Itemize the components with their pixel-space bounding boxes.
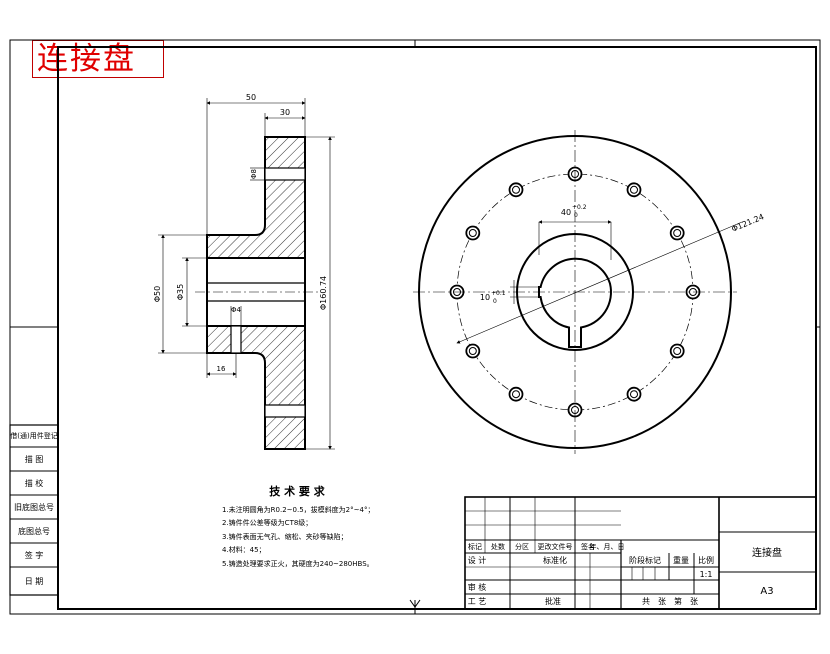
tech-req-title: 技 术 要 求 [269,484,325,498]
dim-bore-diameter: Φ35 [176,284,185,300]
bolt-hole [508,182,524,198]
dim-key-depth: 10 [480,293,490,302]
tb-weight: 重量 [673,555,689,565]
bolt-hole [465,343,481,359]
zone-ticks [10,40,820,614]
tb-standardization: 标准化 [543,555,567,565]
dim-keyway-tol-upper: +0.2 [572,204,587,211]
left-register-strip: 借(通)用件登记 描 图 描 校 旧底图总号 底图总号 签 字 日 期 [9,424,59,596]
dim-overall-length: 50 [246,93,256,102]
tb-design: 设 计 [468,555,487,565]
dim-small-hole: Φ8 [250,169,258,179]
strip-cell-label: 描 校 [25,478,44,488]
tb-scale-value: 1:1 [700,570,713,579]
tb-header-sign: 签名 [581,542,595,551]
dim-flange-length: 30 [280,108,290,117]
dim-key-tol-upper: +0.1 [491,290,506,297]
bolt-hole [669,225,685,241]
bolt-holes [449,166,701,418]
tb-process: 工 艺 [468,597,487,606]
strip-cell-label: 日 期 [25,577,44,586]
tb-header-count: 处数 [491,542,505,551]
bore-with-keyways [538,257,612,348]
strip-cell-label: 旧底图总号 [14,502,54,512]
tb-approve: 批准 [545,596,561,606]
tb-header-date: 年、月、日 [590,542,625,551]
tb-stage-mark: 阶段标记 [629,555,661,565]
bolt-hole [626,182,642,198]
tb-header-mark: 标记 [468,542,482,551]
dim-hub-length: 16 [217,365,226,373]
tech-req-item: 3.铸件表面无气孔、缩松、夹砂等缺陷； [222,532,348,541]
tb-review: 审 核 [468,582,487,592]
dim-hub-diameter: Φ50 [153,286,162,302]
inner-frame [57,46,817,610]
side-section-view: 50 30 Φ50 Φ35 Φ160.74 Φ8 Φ4 16 [153,93,335,450]
tb-header-zone: 分区 [515,542,529,551]
title-block [464,496,817,610]
technical-requirements: 技 术 要 求 1.未注明圆角为R0.2~0.5，拔模斜度为2°~4°； 2.铸… [222,484,374,568]
tech-req-item: 4.材料：45； [222,545,266,554]
strip-cell-label: 描 图 [25,454,44,464]
dim-keyway-tol-lower: 0 [574,212,578,219]
tb-header-change-doc: 更改文件号 [538,542,573,551]
tb-sheets: 共 张 第 张 [642,596,698,606]
strip-cell-label: 底图总号 [18,526,50,536]
bolt-hole [626,386,642,402]
title-block-text: 标记 处数 分区 更改文件号 签名 年、月、日 设 计 标准化 阶段标记 重量 … [468,542,782,606]
dim-key-tol-lower: 0 [493,298,497,305]
dim-outer-diameter: Φ160.74 [319,276,328,310]
tb-sheet-size: A3 [760,586,773,597]
tech-req-item: 5.铸造处理要求正火，其硬度为240~280HBS。 [222,559,374,568]
outer-frame [9,39,821,615]
dim-pitch-circle: Φ121.24 [730,212,765,234]
strip-cell-label: 借(通)用件登记 [10,431,57,440]
bolt-hole [508,386,524,402]
front-view: Φ121.24 40 +0.2 0 10 +0.1 0 [413,130,765,454]
bolt-hole [669,343,685,359]
bolt-hole [465,225,481,241]
tb-part-name: 连接盘 [752,546,782,559]
tech-req-item: 1.未注明圆角为R0.2~0.5，拔模斜度为2°~4°； [222,505,374,514]
strip-cell-label: 签 字 [25,550,44,560]
dim-tap-hole: Φ4 [231,306,242,314]
dim-keyway-width: 40 [561,208,571,217]
tb-scale: 比例 [698,555,714,565]
tech-req-item: 2.铸件件公差等级为CT8级； [222,518,312,527]
